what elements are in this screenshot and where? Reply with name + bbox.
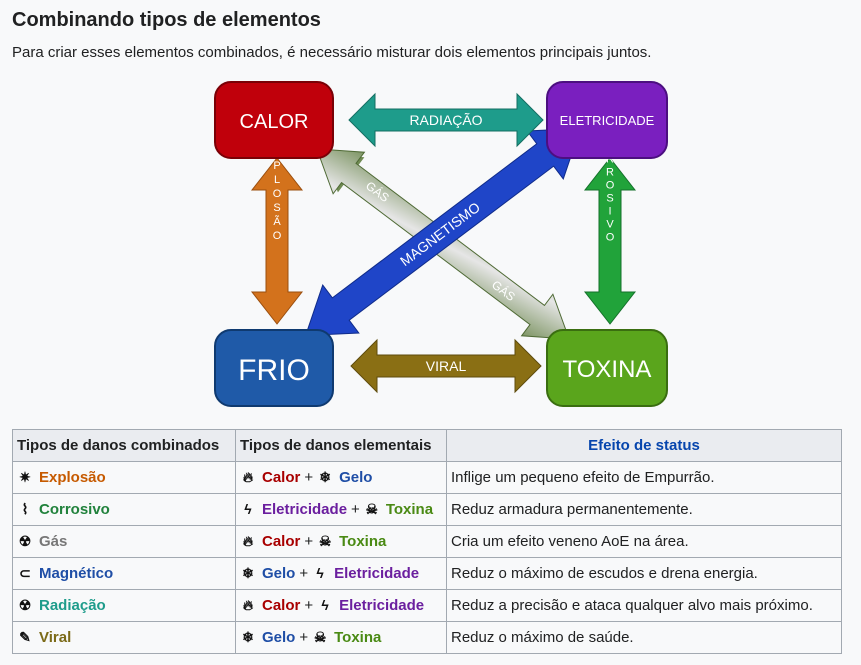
effect-text: Reduz o máximo de saúde. bbox=[446, 621, 842, 654]
explosao-label: EXPLOSÃO bbox=[271, 132, 283, 244]
table-row: ✷Explosão 🔥︎Calor+❄Gelo Inflige um peque… bbox=[12, 461, 842, 494]
corrosive-icon: ⌇ bbox=[21, 501, 29, 517]
magnet-icon: ⊂ bbox=[19, 565, 31, 581]
element-link[interactable]: Eletricidade bbox=[262, 501, 348, 518]
effect-text: Reduz a precisão e ataca qualquer alvo m… bbox=[446, 589, 842, 622]
element-link[interactable]: Gelo bbox=[262, 629, 296, 646]
explosao-arrow bbox=[250, 157, 304, 325]
element-link[interactable]: Toxina bbox=[385, 501, 434, 518]
header-status-effect[interactable]: Efeito de status bbox=[446, 429, 842, 462]
lightning-icon: ϟ bbox=[321, 597, 329, 613]
node-toxina bbox=[546, 329, 668, 407]
combined-link[interactable]: Radiação bbox=[39, 597, 106, 614]
magnetismo-arrow bbox=[304, 127, 582, 337]
page-title: Combinando tipos de elementos bbox=[12, 9, 321, 31]
combined-link[interactable]: Viral bbox=[39, 629, 72, 646]
table-header-row: Tipos de danos combinados Tipos de danos… bbox=[12, 429, 842, 462]
viral-label: VIRAL bbox=[426, 358, 467, 374]
element-link[interactable]: Calor bbox=[262, 597, 301, 614]
effect-text: Inflige um pequeno efeito de Empurrão. bbox=[446, 461, 842, 494]
element-link[interactable]: Toxina bbox=[339, 533, 387, 550]
element-link[interactable]: Eletricidade bbox=[334, 565, 420, 582]
page-subtitle: Para criar esses elementos combinados, é… bbox=[12, 44, 652, 61]
snowflake-icon: ❄ bbox=[319, 469, 331, 485]
viral-arrow bbox=[350, 338, 542, 394]
skull-icon: ☠ bbox=[318, 533, 332, 549]
gas-icon: ☢ bbox=[18, 533, 32, 549]
corrosivo-arrow bbox=[583, 157, 637, 325]
fire-icon: 🔥︎ bbox=[242, 469, 254, 485]
fire-icon: 🔥︎ bbox=[242, 597, 254, 613]
header-combined: Tipos de danos combinados bbox=[12, 429, 236, 462]
element-link[interactable]: Calor bbox=[262, 469, 301, 486]
combined-link[interactable]: Magnético bbox=[39, 565, 114, 582]
node-frio-label: FRIO bbox=[238, 354, 310, 387]
effect-text: Cria um efeito veneno AoE na área. bbox=[446, 525, 842, 558]
radiacao-arrow bbox=[348, 92, 544, 148]
combined-damage-table: Tipos de danos combinados Tipos de danos… bbox=[12, 429, 842, 654]
element-link[interactable]: Gelo bbox=[262, 565, 296, 582]
explosion-icon: ✷ bbox=[19, 469, 31, 485]
node-calor bbox=[214, 81, 334, 159]
element-link[interactable]: Toxina bbox=[334, 629, 382, 646]
radiacao-label: RADIAÇÃO bbox=[409, 112, 482, 128]
combined-link[interactable]: Explosão bbox=[39, 469, 106, 486]
header-elemental: Tipos de danos elementais bbox=[235, 429, 447, 462]
node-eletricidade-label: ELETRICIDADE bbox=[560, 113, 655, 128]
combined-link[interactable]: Gás bbox=[39, 533, 68, 550]
element-combination-diagram: GÁS GÁS MAGNETISMO RADIAÇÃO VIRAL EXPLOS… bbox=[214, 81, 668, 407]
element-link[interactable]: Eletricidade bbox=[339, 597, 425, 614]
element-link[interactable]: Gelo bbox=[339, 469, 373, 486]
table-row: ✎Viral ❄Gelo+☠Toxina Reduz o máximo de s… bbox=[12, 621, 842, 654]
skull-icon: ☠ bbox=[313, 629, 327, 645]
radiation-icon: ☢ bbox=[18, 597, 32, 613]
snowflake-icon: ❄ bbox=[242, 565, 254, 581]
element-link[interactable]: Calor bbox=[262, 533, 301, 550]
node-eletricidade bbox=[546, 81, 668, 159]
virus-icon: ✎ bbox=[19, 629, 31, 645]
node-frio bbox=[214, 329, 334, 407]
fire-icon: 🔥︎ bbox=[242, 533, 254, 549]
lightning-icon: ϟ bbox=[316, 565, 324, 581]
effect-text: Reduz armadura permanentemente. bbox=[446, 493, 842, 526]
node-toxina-label: TOXINA bbox=[563, 356, 652, 383]
combined-link[interactable]: Corrosivo bbox=[39, 501, 110, 518]
effect-text: Reduz o máximo de escudos e drena energi… bbox=[446, 557, 842, 590]
lightning-icon: ϟ bbox=[244, 501, 252, 517]
table-row: ☢Gás 🔥︎Calor+☠Toxina Cria um efeito vene… bbox=[12, 525, 842, 558]
snowflake-icon: ❄ bbox=[242, 629, 254, 645]
skull-icon: ☠ bbox=[365, 501, 379, 517]
node-calor-label: CALOR bbox=[240, 111, 309, 133]
